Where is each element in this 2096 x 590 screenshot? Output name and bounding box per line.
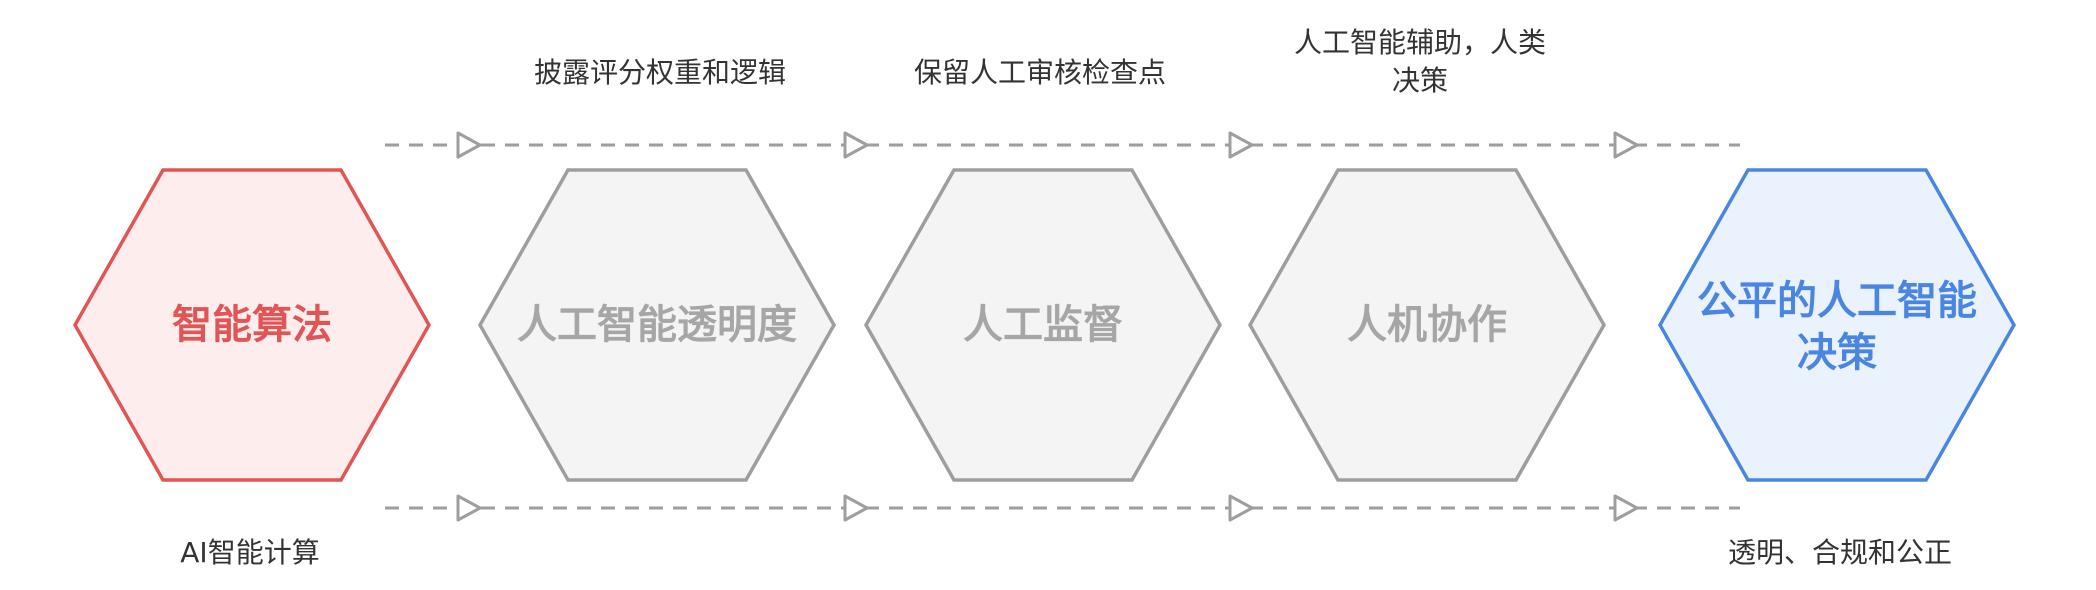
- arrowhead-top-3: [1228, 131, 1254, 159]
- annotation-disclose: 披露评分权重和逻辑: [533, 56, 786, 89]
- hexagon-human-machine-collab: [1247, 168, 1607, 482]
- arrowhead-top-4: [1613, 131, 1639, 159]
- node-label-fair-ai-line1: 公平的人工智能: [1697, 278, 1977, 324]
- node-label-fair-ai-line2: 决策: [1797, 330, 1877, 376]
- arrowhead-bottom-4: [1613, 494, 1639, 522]
- hexagon-layer: [72, 168, 2017, 482]
- connector-layer: [385, 131, 1740, 522]
- arrowhead-bottom-1: [456, 494, 482, 522]
- node-label-human-machine-collab: 人机协作: [1347, 302, 1507, 348]
- annotation-retain: 保留人工审核检查点: [913, 56, 1166, 89]
- arrowhead-bottom-2: [843, 494, 869, 522]
- arrowhead-top-1: [456, 131, 482, 159]
- hexagon-smart-algorithm: [72, 168, 432, 482]
- hexagon-fair-ai-decision: [1657, 168, 2017, 482]
- node-label-smart-algorithm: 智能算法: [172, 302, 332, 348]
- annotation-start: AI智能计算: [180, 536, 320, 569]
- annotation-assist-line2: 决策: [1391, 64, 1448, 97]
- hexagon-ai-transparency: [477, 168, 837, 482]
- hexagon-human-oversight: [863, 168, 1223, 482]
- node-label-ai-transparency: 人工智能透明度: [517, 302, 797, 348]
- node-label-human-oversight: 人工监督: [963, 302, 1123, 348]
- node-label-fair-ai-decision: 公平的人工智能 决策: [1660, 272, 2014, 382]
- arrowhead-bottom-3: [1228, 494, 1254, 522]
- annotation-assist-line1: 人工智能辅助，人类: [1293, 26, 1546, 59]
- arrowhead-top-2: [843, 131, 869, 159]
- annotation-assist: 人工智能辅助，人类 决策: [1270, 24, 1570, 100]
- annotation-end: 透明、合规和公正: [1727, 536, 1952, 569]
